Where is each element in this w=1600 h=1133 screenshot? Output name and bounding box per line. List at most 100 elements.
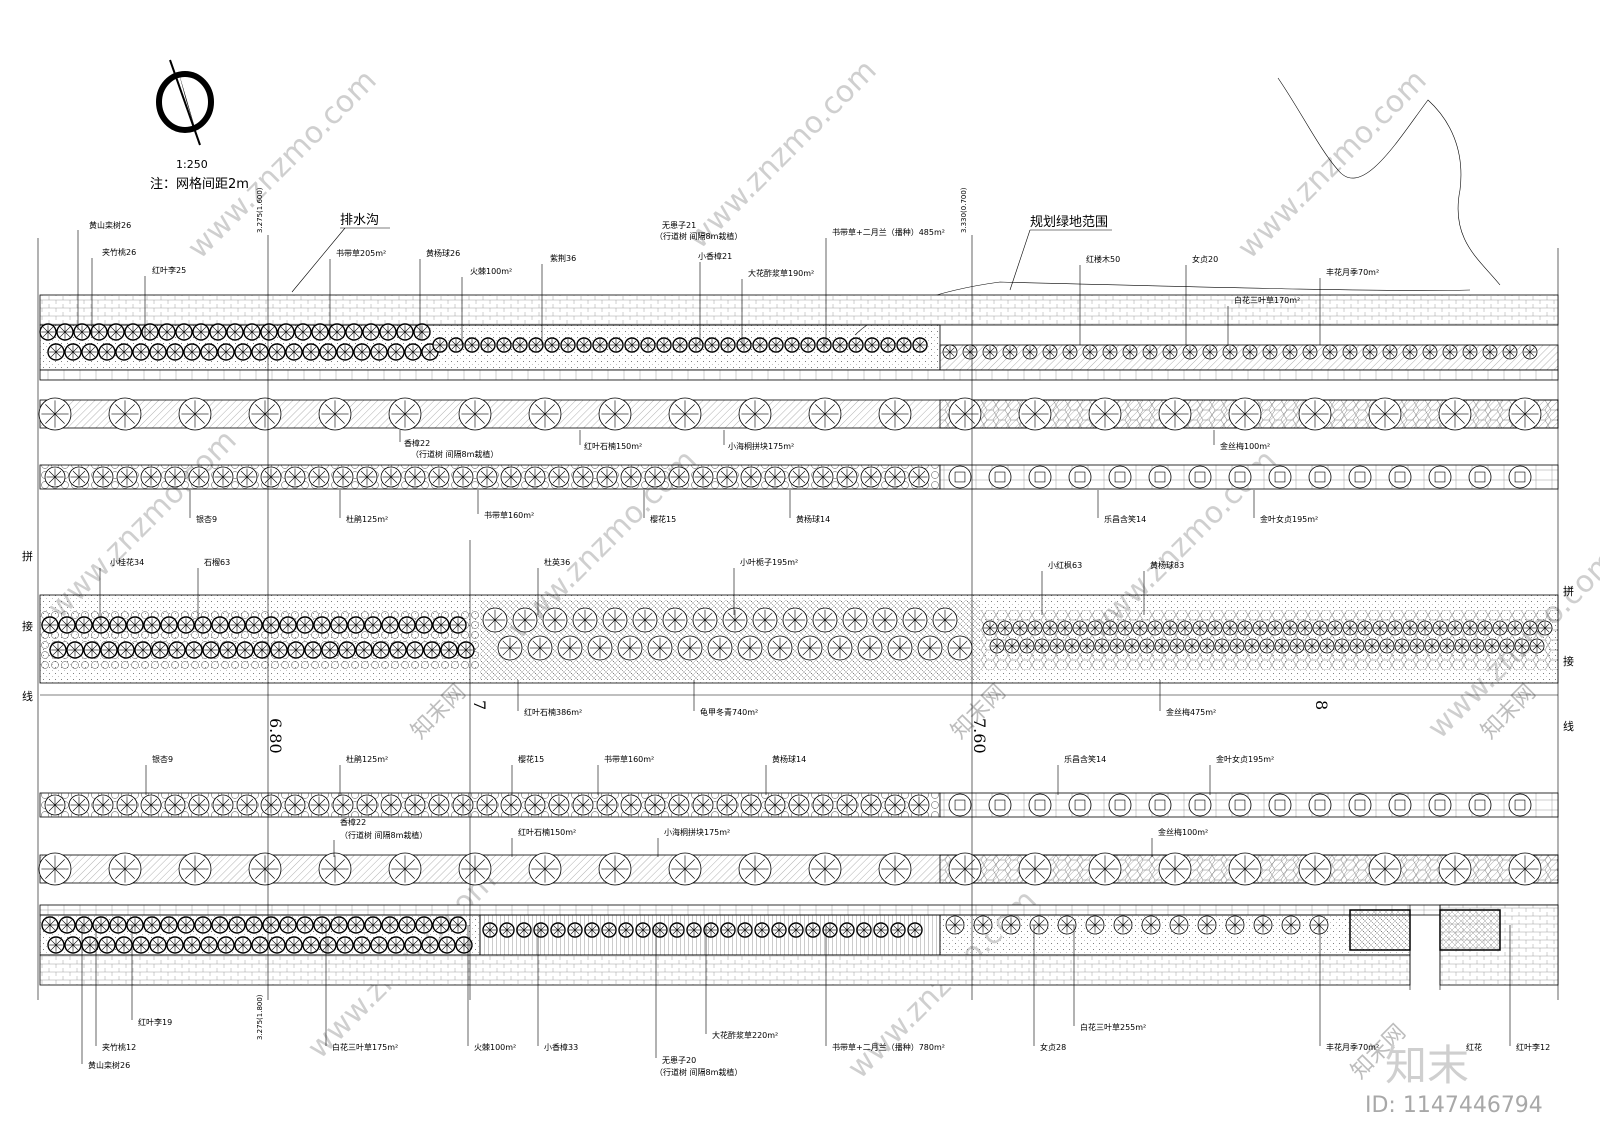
tree-symbol-icon <box>907 922 923 938</box>
tree-symbol-icon <box>908 466 930 488</box>
tree-symbol-icon <box>797 635 823 661</box>
tree-symbol-icon <box>1192 620 1208 636</box>
tree-symbol-icon <box>38 397 72 431</box>
tree-symbol-icon <box>457 641 475 659</box>
tree-symbol-icon <box>669 922 685 938</box>
tree-symbol-icon <box>668 397 702 431</box>
tree-symbol-icon <box>1357 620 1373 636</box>
tree-symbol-icon <box>109 916 127 934</box>
tree-symbol-icon <box>836 794 858 816</box>
plant-label: 紫荆36 <box>550 253 576 263</box>
tree-symbol-icon <box>542 607 568 633</box>
tree-symbol-icon <box>388 852 422 886</box>
tree-symbol-icon <box>572 466 594 488</box>
tree-symbol-icon <box>1225 915 1245 935</box>
tree-symbol-icon <box>816 337 832 353</box>
plant-label: 白花三叶草175m² <box>332 1042 398 1052</box>
tree-symbol-icon <box>1001 915 1021 935</box>
tree-symbol-icon <box>860 466 882 488</box>
tree-symbol-icon <box>1188 793 1212 817</box>
tree-symbol-icon <box>1242 344 1258 360</box>
elevation-top-right: 3.330(0.700) <box>960 187 968 233</box>
labels-bottom: 红叶李19 夹竹桃12 黄山栾树26 白花三叶草175m² 火棘100m² 小香… <box>88 1017 1550 1077</box>
tree-symbol-icon <box>1022 344 1038 360</box>
tree-symbol-icon <box>1387 620 1403 636</box>
tree-symbol-icon <box>832 337 848 353</box>
tree-symbol-icon <box>452 794 474 816</box>
tree-symbol-icon <box>279 916 297 934</box>
tree-symbol-icon <box>345 323 363 341</box>
tree-symbol-icon <box>1057 620 1073 636</box>
green-area-leader <box>1009 229 1112 291</box>
tree-symbol-icon <box>319 343 337 361</box>
tree-symbol-icon <box>1132 620 1148 636</box>
plant-label: 石榴63 <box>204 557 230 567</box>
tree-symbol-icon <box>720 337 736 353</box>
tree-symbol-icon <box>336 936 354 954</box>
plant-label: 无患子20 <box>662 1055 696 1065</box>
plant-label: 黄杨球14 <box>796 514 830 524</box>
tree-symbol-icon <box>576 337 592 353</box>
tree-symbol-icon <box>68 466 90 488</box>
tree-symbol-icon <box>1468 465 1492 489</box>
tree-symbol-icon <box>1438 852 1472 886</box>
plant-label: 杜鹃125m² <box>346 514 388 524</box>
tree-symbol-icon <box>406 641 424 659</box>
tree-symbol-icon <box>672 337 688 353</box>
tree-symbol-icon <box>860 794 882 816</box>
tree-symbol-icon <box>1072 620 1088 636</box>
tree-symbol-icon <box>942 344 958 360</box>
tree-symbol-icon <box>318 852 352 886</box>
tree-symbol-icon <box>635 922 651 938</box>
tree-symbol-icon <box>1508 465 1532 489</box>
tree-symbol-icon <box>1202 344 1218 360</box>
tree-symbol-icon <box>800 337 816 353</box>
tree-symbol-icon <box>668 852 702 886</box>
tree-symbol-icon <box>989 638 1005 654</box>
tree-symbol-icon <box>75 916 93 934</box>
tree-symbol-icon <box>1088 397 1122 431</box>
labels-row2: 香樟22 （行道树 间隔8m栽植） 红叶石楠150m² 小海桐拼块175m² 金… <box>404 438 1270 459</box>
tree-symbol-icon <box>856 922 872 938</box>
tree-symbol-icon <box>1454 638 1470 654</box>
plant-label: 乐昌含笑14 <box>1104 514 1146 524</box>
plant-label: 红楼木50 <box>1086 254 1120 264</box>
tree-symbol-icon <box>788 794 810 816</box>
tree-row-6 <box>38 852 1542 886</box>
green-area-label: 规划绿地范围 <box>1030 215 1108 230</box>
tree-symbol-icon <box>873 922 889 938</box>
tree-symbol-icon <box>1402 344 1418 360</box>
plant-label: 龟甲冬青740m² <box>700 707 758 717</box>
tree-symbol-icon <box>1085 915 1105 935</box>
tree-symbol-icon <box>1368 397 1402 431</box>
tree-symbol-icon <box>1042 344 1058 360</box>
tree-symbol-icon <box>108 397 142 431</box>
plant-label: 黄山栾树26 <box>89 220 131 230</box>
tree-symbol-icon <box>1508 397 1542 431</box>
grid-note: 注：网格间距2m <box>150 176 249 192</box>
tree-symbol-icon <box>722 607 748 633</box>
tree-symbol-icon <box>1282 620 1298 636</box>
tree-symbol-icon <box>236 641 254 659</box>
tree-symbol-icon <box>912 337 928 353</box>
plant-label: 夹竹桃26 <box>102 247 136 257</box>
tree-symbol-icon <box>548 794 570 816</box>
tree-symbol-icon <box>321 641 339 659</box>
plant-label: 小红枫63 <box>1048 560 1082 570</box>
plant-label: 小香樟33 <box>544 1042 578 1052</box>
tree-symbol-icon <box>592 337 608 353</box>
tree-symbol-icon <box>1122 344 1138 360</box>
section-label-4: 8 <box>1312 700 1331 710</box>
tree-symbol-icon <box>245 616 263 634</box>
tree-symbol-icon <box>720 922 736 938</box>
tree-symbol-icon <box>1362 344 1378 360</box>
tree-symbol-icon <box>115 936 133 954</box>
leaders-row5 <box>145 765 1211 795</box>
tree-symbol-icon <box>81 343 99 361</box>
tree-symbol-icon <box>347 916 365 934</box>
plant-label: 樱花15 <box>518 754 544 764</box>
tree-symbol-icon <box>432 916 450 934</box>
tree-symbol-icon <box>319 936 337 954</box>
tree-symbol-icon <box>1182 344 1198 360</box>
